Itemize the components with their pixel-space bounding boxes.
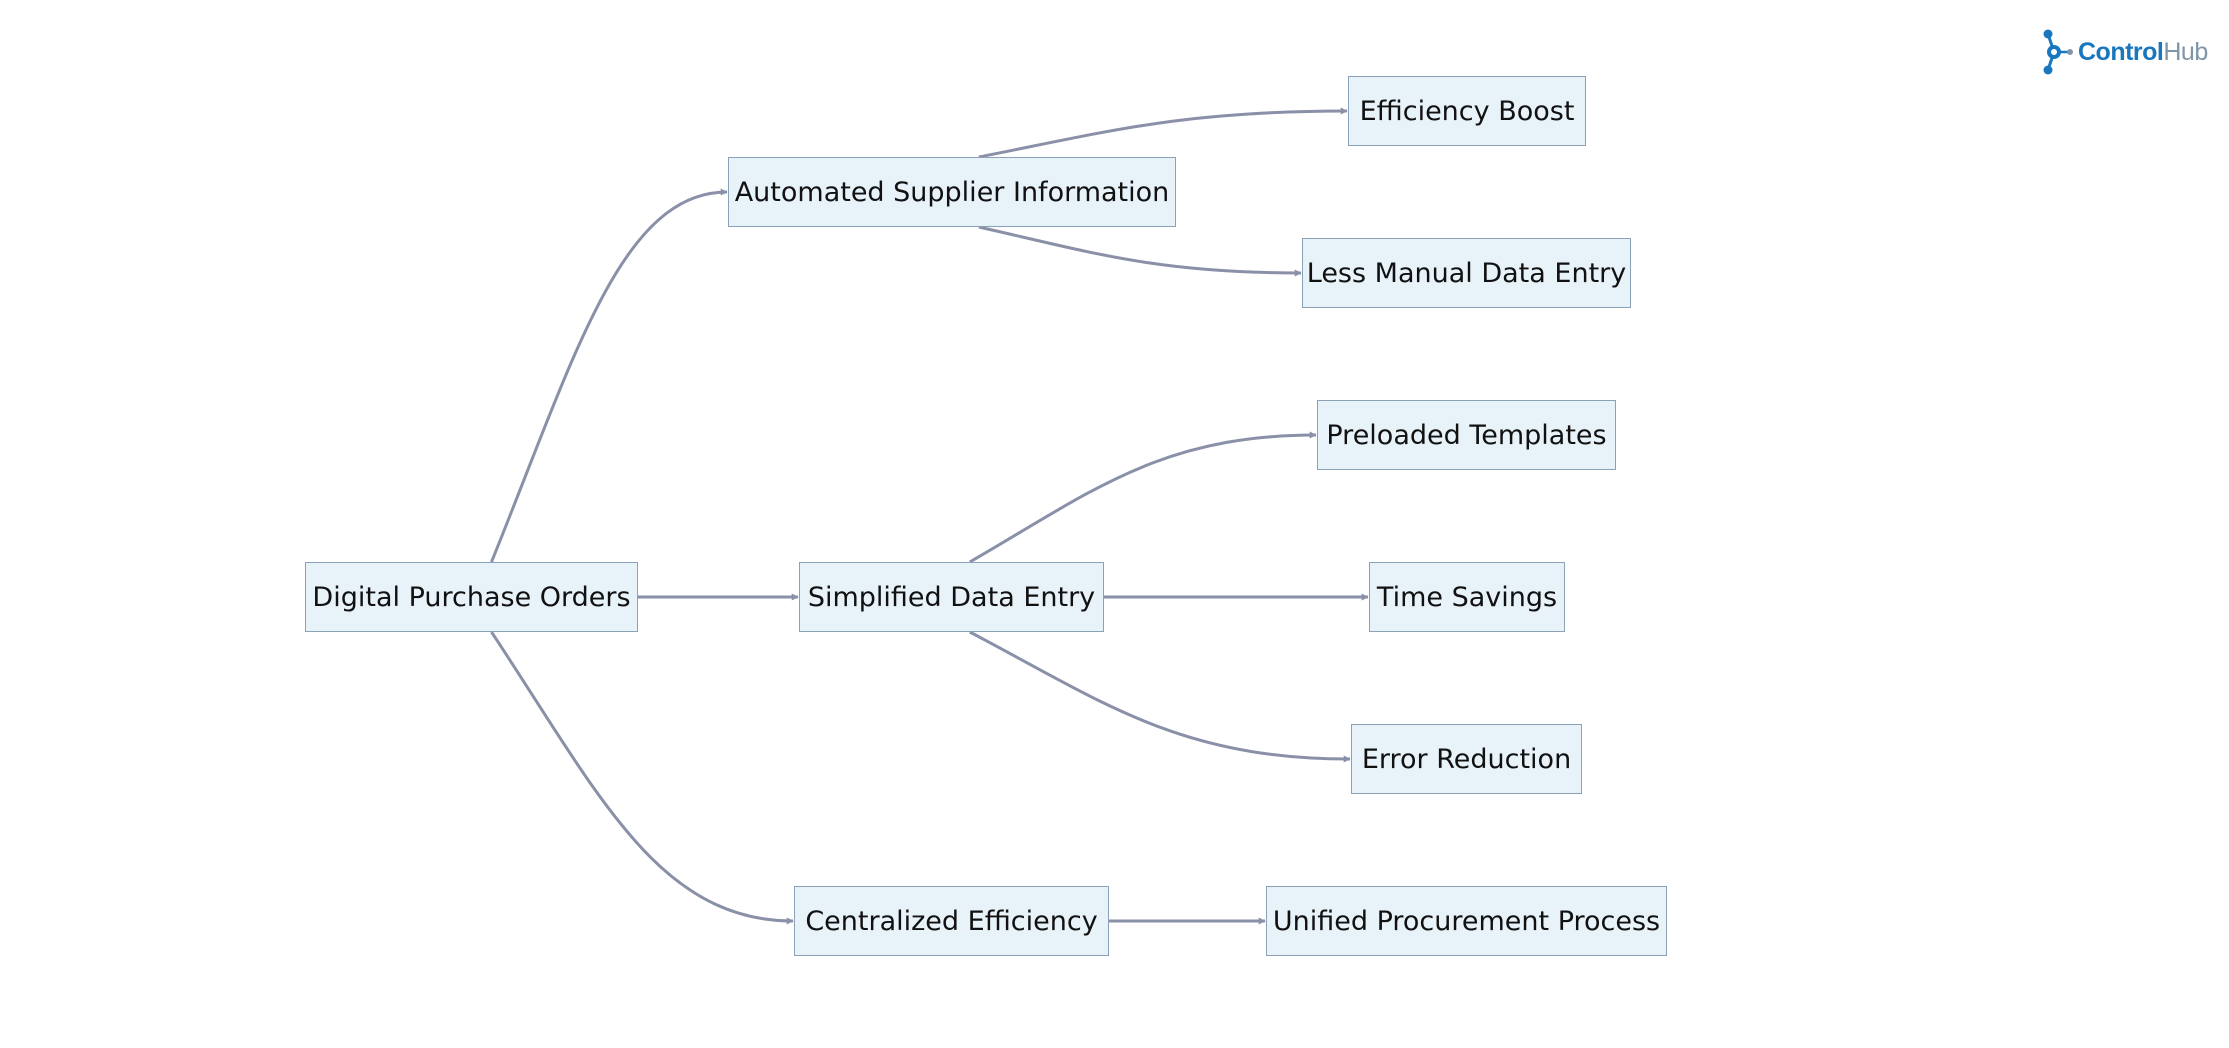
edge-asi-to-eb [978,107,1348,159]
edge-dpo-to-asi [490,188,728,563]
node-time-savings: Time Savings [1369,562,1565,632]
node-label: Automated Supplier Information [734,176,1170,208]
node-unified-procurement-process: Unified Procurement Process [1266,886,1667,956]
edge-dpo-to-ce [490,631,794,925]
node-label: Simplified Data Entry [807,581,1096,613]
node-label: Unified Procurement Process [1272,905,1661,937]
node-label: Efficiency Boost [1359,95,1575,127]
node-efficiency-boost: Efficiency Boost [1348,76,1586,146]
edge-sde-to-pt [969,431,1317,564]
edge-asi-to-lmde [978,225,1302,277]
node-label: Less Manual Data Entry [1306,257,1627,289]
node-label: Digital Purchase Orders [312,581,631,613]
node-label: Time Savings [1376,581,1558,613]
brand-name-part1: Control [2078,37,2164,66]
brand-name-part2: Hub [2163,37,2208,66]
node-digital-purchase-orders: Digital Purchase Orders [305,562,638,632]
node-automated-supplier-information: Automated Supplier Information [728,157,1176,227]
node-error-reduction: Error Reduction [1351,724,1582,794]
node-label: Centralized Efficiency [805,905,1098,937]
node-less-manual-data-entry: Less Manual Data Entry [1302,238,1631,308]
node-preloaded-templates: Preloaded Templates [1317,400,1616,470]
node-simplified-data-entry: Simplified Data Entry [799,562,1104,632]
node-label: Preloaded Templates [1326,419,1607,451]
node-label: Error Reduction [1361,743,1572,775]
edge-sde-to-er [969,630,1351,763]
node-centralized-efficiency: Centralized Efficiency [794,886,1109,956]
network-logo-icon [2043,29,2073,75]
